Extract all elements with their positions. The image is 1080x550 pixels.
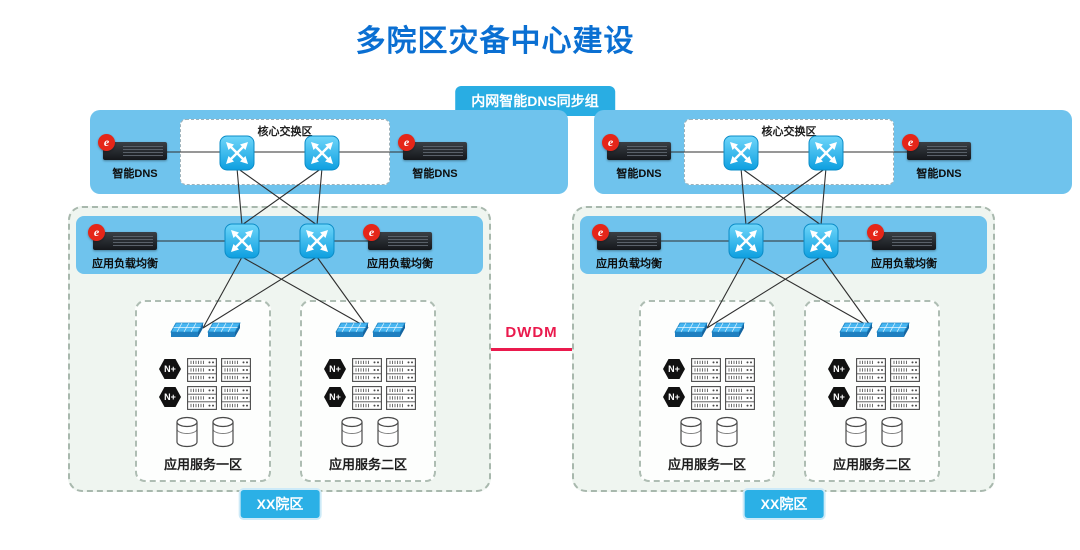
appliance-chassis: e xyxy=(398,134,467,160)
dwdm-link-line xyxy=(491,348,572,351)
access-switch-icon xyxy=(170,322,204,340)
dns-appliance: e 智能DNS xyxy=(93,134,177,181)
n-plus-badge: N+ xyxy=(828,387,850,407)
server-rack-icon xyxy=(221,358,251,382)
vendor-logo-icon: e xyxy=(602,134,619,151)
server-rack-icon xyxy=(725,358,755,382)
core-switch-icon xyxy=(723,135,759,171)
dwdm-label: DWDM xyxy=(505,324,558,341)
server-rack-icon xyxy=(386,358,416,382)
server-rack-icon xyxy=(352,358,382,382)
server-rack-icon xyxy=(890,358,920,382)
appliance-chassis: e xyxy=(602,134,671,160)
dns-appliance: e 智能DNS xyxy=(897,134,981,181)
service-zone-2: N+ N+ 应用服务二区 xyxy=(804,300,940,482)
core-switch-zone: 核心交换区 xyxy=(180,119,390,185)
appliance-chassis: e xyxy=(592,224,661,250)
campus-left: 核心交换区 N+ N+ 应用服务一区 N+ N+ xyxy=(68,110,570,522)
vendor-logo-icon: e xyxy=(592,224,609,241)
aggregation-switch-icon xyxy=(728,223,764,259)
campus-name-badge: XX院区 xyxy=(238,488,322,520)
server-rack-icon xyxy=(856,386,886,410)
core-zone-label: 核心交换区 xyxy=(761,126,817,138)
load-balancer-label: 应用负载均衡 xyxy=(367,258,433,270)
aggregation-switch-icon xyxy=(299,223,335,259)
server-rack-icon xyxy=(856,358,886,382)
dns-appliance-label: 智能DNS xyxy=(112,168,158,180)
access-switch-icon xyxy=(876,322,910,340)
access-switch-icon xyxy=(372,322,406,340)
load-balancer-label: 应用负载均衡 xyxy=(596,258,662,270)
service-zone-label: 应用服务二区 xyxy=(328,457,407,472)
load-balancer-appliance: e 应用负载均衡 xyxy=(83,224,167,271)
n-plus-badge: N+ xyxy=(324,387,346,407)
appliance-chassis: e xyxy=(363,224,432,250)
database-icon xyxy=(715,416,739,448)
dns-appliance: e 智能DNS xyxy=(597,134,681,181)
service-zone-1: N+ N+ 应用服务一区 xyxy=(639,300,775,482)
appliance-chassis: e xyxy=(98,134,167,160)
aggregation-switch-icon xyxy=(803,223,839,259)
load-balancer-appliance: e 应用负载均衡 xyxy=(587,224,671,271)
vendor-logo-icon: e xyxy=(867,224,884,241)
server-rack-icon xyxy=(890,386,920,410)
service-zone-label: 应用服务一区 xyxy=(163,457,242,472)
n-plus-badge: N+ xyxy=(663,387,685,407)
dns-appliance-label: 智能DNS xyxy=(412,168,458,180)
appliance-chassis: e xyxy=(902,134,971,160)
service-zone-label: 应用服务二区 xyxy=(832,457,911,472)
dns-appliance: e 智能DNS xyxy=(393,134,477,181)
n-plus-badge: N+ xyxy=(324,359,346,379)
load-balancer-appliance: e 应用负载均衡 xyxy=(862,224,946,271)
database-icon xyxy=(844,416,868,448)
database-icon xyxy=(211,416,235,448)
server-rack-icon xyxy=(691,358,721,382)
campus-name-badge: XX院区 xyxy=(742,488,826,520)
vendor-logo-icon: e xyxy=(363,224,380,241)
vendor-logo-icon: e xyxy=(88,224,105,241)
n-plus-badge: N+ xyxy=(663,359,685,379)
load-balancer-appliance: e 应用负载均衡 xyxy=(358,224,442,271)
n-plus-badge: N+ xyxy=(159,359,181,379)
access-switch-icon xyxy=(207,322,241,340)
core-zone-label: 核心交换区 xyxy=(257,126,313,138)
server-rack-icon xyxy=(725,386,755,410)
access-switch-icon xyxy=(839,322,873,340)
access-switch-icon xyxy=(674,322,708,340)
database-icon xyxy=(679,416,703,448)
access-switch-icon xyxy=(711,322,745,340)
load-balancer-label: 应用负载均衡 xyxy=(92,258,158,270)
n-plus-badge: N+ xyxy=(159,387,181,407)
server-rack-icon xyxy=(352,386,382,410)
dns-appliance-label: 智能DNS xyxy=(916,168,962,180)
service-zone-1: N+ N+ 应用服务一区 xyxy=(135,300,271,482)
page-title: 多院区灾备中心建设 xyxy=(355,25,635,58)
core-switch-icon xyxy=(219,135,255,171)
service-zone-2: N+ N+ 应用服务二区 xyxy=(300,300,436,482)
vendor-logo-icon: e xyxy=(902,134,919,151)
core-switch-zone: 核心交换区 xyxy=(684,119,894,185)
appliance-chassis: e xyxy=(88,224,157,250)
server-rack-icon xyxy=(386,386,416,410)
core-switch-icon xyxy=(304,135,340,171)
dns-appliance-label: 智能DNS xyxy=(616,168,662,180)
n-plus-badge: N+ xyxy=(828,359,850,379)
aggregation-switch-icon xyxy=(224,223,260,259)
server-rack-icon xyxy=(187,358,217,382)
database-icon xyxy=(376,416,400,448)
vendor-logo-icon: e xyxy=(398,134,415,151)
server-rack-icon xyxy=(187,386,217,410)
service-zone-label: 应用服务一区 xyxy=(667,457,746,472)
server-rack-icon xyxy=(221,386,251,410)
campus-right: 核心交换区 N+ N+ 应用服务一区 N+ N+ xyxy=(572,110,1074,522)
database-icon xyxy=(175,416,199,448)
server-rack-icon xyxy=(691,386,721,410)
appliance-chassis: e xyxy=(867,224,936,250)
database-icon xyxy=(340,416,364,448)
vendor-logo-icon: e xyxy=(98,134,115,151)
core-switch-icon xyxy=(808,135,844,171)
database-icon xyxy=(880,416,904,448)
access-switch-icon xyxy=(335,322,369,340)
load-balancer-label: 应用负载均衡 xyxy=(871,258,937,270)
